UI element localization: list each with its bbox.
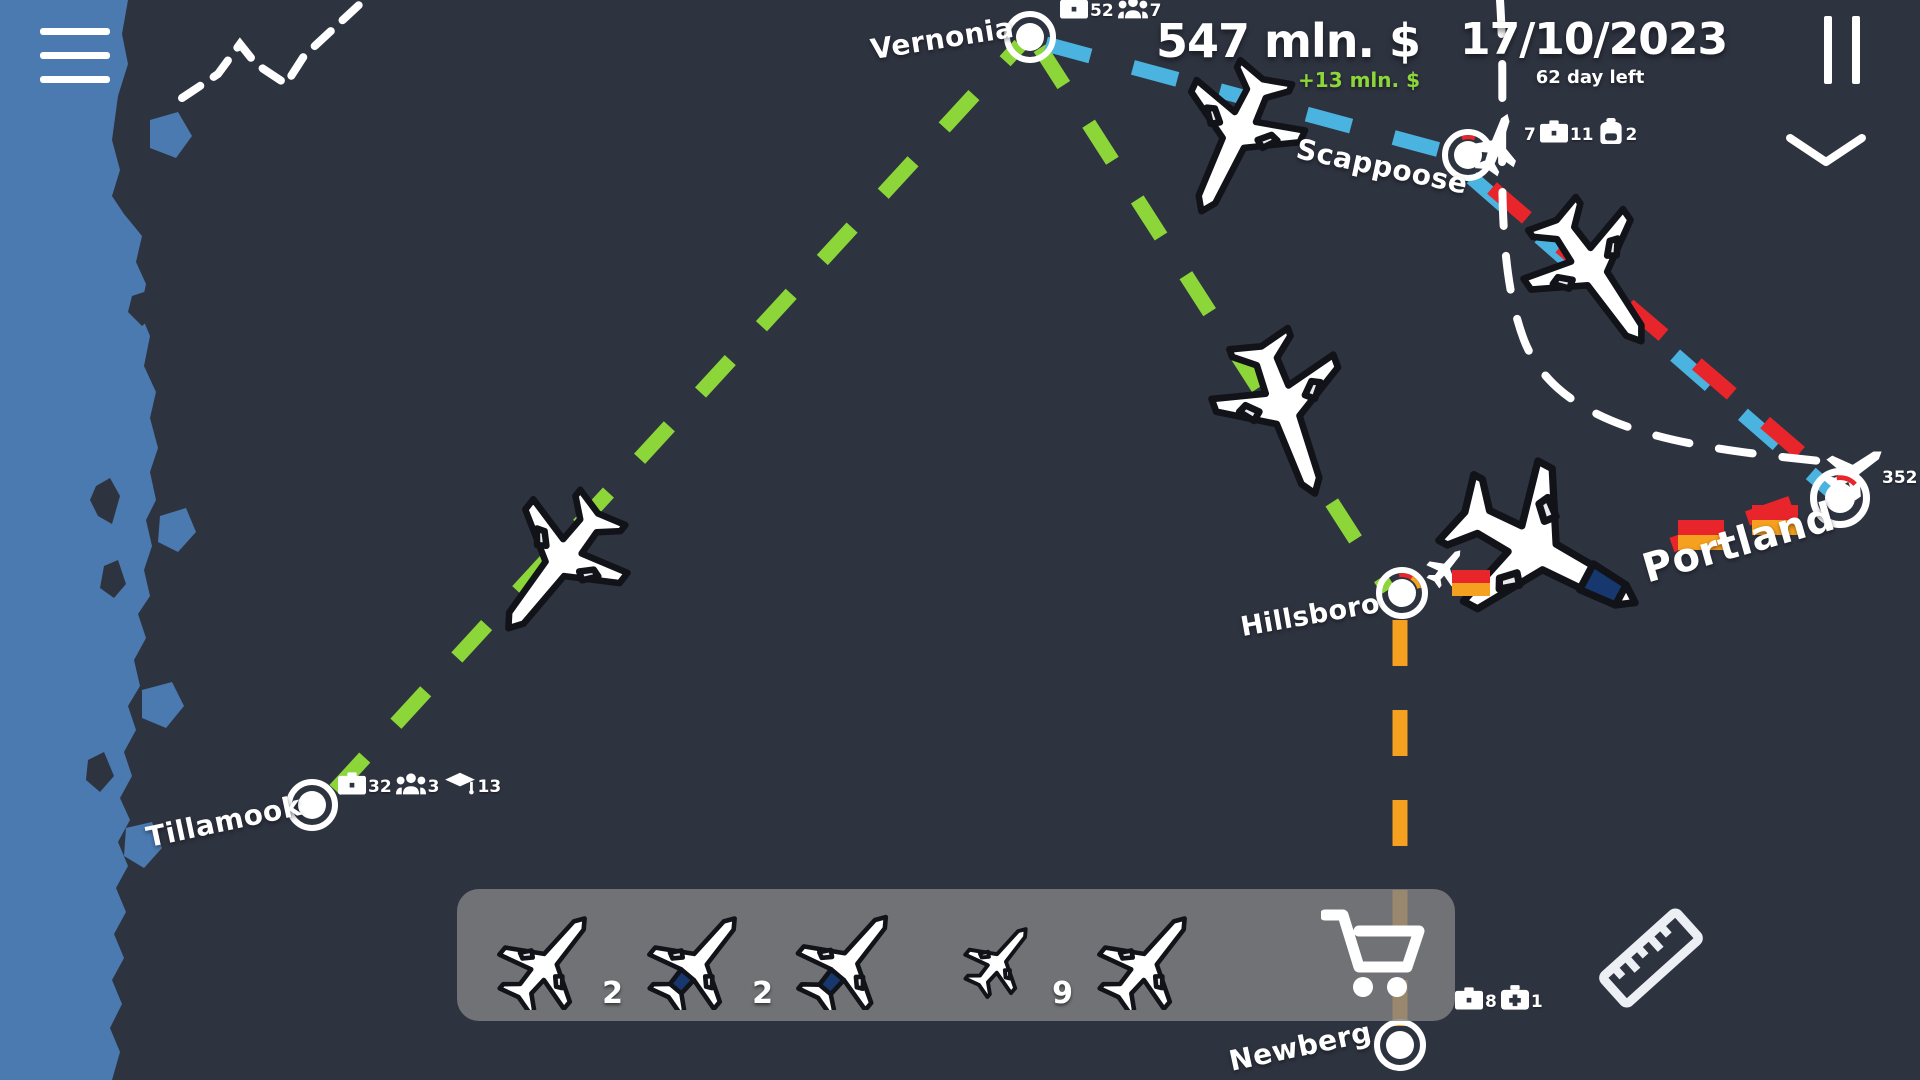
aircraft-marker-central (1208, 324, 1342, 497)
airport-node-hillsboro[interactable] (1376, 567, 1428, 619)
airport-node-vernonia[interactable] (1004, 11, 1056, 63)
stat-flights-portland: 352 (1882, 470, 1918, 487)
stat-value: 3 (427, 777, 440, 797)
stat-briefcase-tillamook: 32 (338, 772, 392, 796)
pause-button[interactable] (1824, 16, 1860, 84)
aircraft-marker-southwest (505, 486, 631, 632)
airport-stats-newberg: 8 1 (1455, 985, 1543, 1011)
collapse-panel-button[interactable] (1784, 132, 1868, 172)
route-vernonia-hillsboro (1033, 43, 1395, 595)
airport-stats-portland: 352 (1882, 470, 1918, 487)
measure-tool-button[interactable] (1586, 893, 1716, 1027)
hamburger-menu-button[interactable] (40, 28, 110, 100)
tillamook-ring (286, 779, 338, 831)
vernonia-ring (1004, 11, 1056, 63)
stat-value: 11 (1569, 125, 1594, 145)
stat-briefcase-newberg: 8 (1455, 987, 1497, 1011)
portland-flag-2 (1752, 505, 1798, 535)
pause-bar (1852, 16, 1860, 84)
stat-value: 7 (1149, 1, 1162, 21)
airliner-icon (647, 916, 737, 1010)
ruler-icon (1599, 908, 1703, 1008)
stat-flights-scappoose: 7 (1492, 127, 1536, 144)
stat-value: 352 (1882, 468, 1918, 488)
route-vernonia-portland-blue (1044, 36, 1837, 498)
hamburger-bar (40, 52, 110, 59)
shopping-cart-icon (1319, 909, 1425, 997)
airliner-icon (795, 914, 889, 1010)
regional-jet-icon (963, 927, 1028, 1000)
stat-value: 13 (477, 777, 502, 797)
stat-medkit-newberg: 1 (1500, 985, 1543, 1012)
date-display: 17/10/2023 62 day left (1460, 14, 1728, 89)
fleet-slot-count: 9 (1052, 976, 1073, 1011)
passengers-icon (1117, 0, 1148, 19)
medical-kit-icon (1500, 985, 1529, 1010)
stat-value: 7 (1524, 125, 1536, 145)
stat-value: 1 (1530, 992, 1543, 1012)
pause-bar (1824, 16, 1832, 84)
airport-stats-tillamook: 32 3 13 (338, 770, 501, 796)
hamburger-bar (40, 28, 110, 35)
fleet-selection-bar[interactable]: 2 2 (457, 889, 1455, 1021)
fleet-slot-2[interactable]: 2 (629, 895, 779, 1015)
fleet-slot-count: 2 (602, 976, 623, 1011)
fleet-slot-5[interactable] (1079, 895, 1229, 1015)
fleet-slot-4[interactable]: 9 (929, 895, 1079, 1015)
briefcase-icon (1539, 120, 1568, 143)
hamburger-bar (40, 76, 110, 83)
hillsboro-flag (1452, 570, 1490, 596)
stat-briefcase-vernonia: 52 (1060, 0, 1114, 20)
route-scappoose-portland-red (1487, 182, 1837, 486)
stat-passengers-vernonia: 7 (1117, 0, 1162, 21)
newberg-ring (1374, 1019, 1426, 1071)
landmass (110, 0, 1920, 1080)
portland-flag-1 (1678, 520, 1724, 550)
aircraft-marker-northeast (1520, 193, 1645, 345)
briefcase-icon (1455, 987, 1483, 1010)
fleet-slot-3[interactable] (779, 895, 929, 1015)
airliner-icon (1097, 916, 1187, 1010)
stat-passengers-tillamook: 3 (395, 772, 440, 797)
aircraft-marker-portland (1435, 457, 1639, 613)
decor-trend-line (178, 0, 364, 102)
stat-value: 52 (1090, 1, 1114, 21)
money-delta: +13 mln. $ (1298, 68, 1420, 92)
route-tillamook-vernonia (329, 39, 1026, 796)
hillsboro-ring (1376, 567, 1428, 619)
airport-node-tillamook[interactable] (286, 779, 338, 831)
stat-briefcase-scappoose: 11 (1539, 120, 1594, 145)
fleet-slot-count: 2 (752, 976, 773, 1011)
stat-value: 2 (1625, 125, 1638, 145)
route-white-arc (1496, 0, 1834, 466)
stat-value: 32 (368, 777, 392, 797)
money-amount: 547 mln. $ (1156, 14, 1421, 68)
fleet-slot-1[interactable]: 2 (479, 895, 629, 1015)
airliner-icon (497, 916, 587, 1010)
current-date: 17/10/2023 (1460, 14, 1728, 65)
days-left: 62 day left (1535, 67, 1645, 88)
chevron-down-icon (1786, 134, 1866, 166)
airport-node-newberg[interactable] (1374, 1019, 1426, 1071)
hillsboro-load-gauge (1382, 573, 1422, 613)
graduation-cap-icon (444, 772, 475, 795)
backpack-icon (1599, 118, 1622, 144)
airport-stats-scappoose: 7 11 2 (1492, 118, 1637, 144)
buy-aircraft-button[interactable] (1319, 905, 1429, 1005)
briefcase-icon (338, 772, 366, 795)
stat-backpack-scappoose: 2 (1598, 118, 1638, 145)
briefcase-icon (1060, 0, 1088, 19)
stat-value: 8 (1485, 992, 1497, 1012)
passengers-icon (395, 773, 426, 795)
money-display: 547 mln. $ +13 mln. $ (1130, 14, 1421, 92)
aircraft-marker-scappoose (1187, 56, 1309, 215)
stat-graduation-tillamook: 13 (444, 770, 502, 797)
airport-stats-vernonia: 52 7 (1060, 0, 1162, 20)
